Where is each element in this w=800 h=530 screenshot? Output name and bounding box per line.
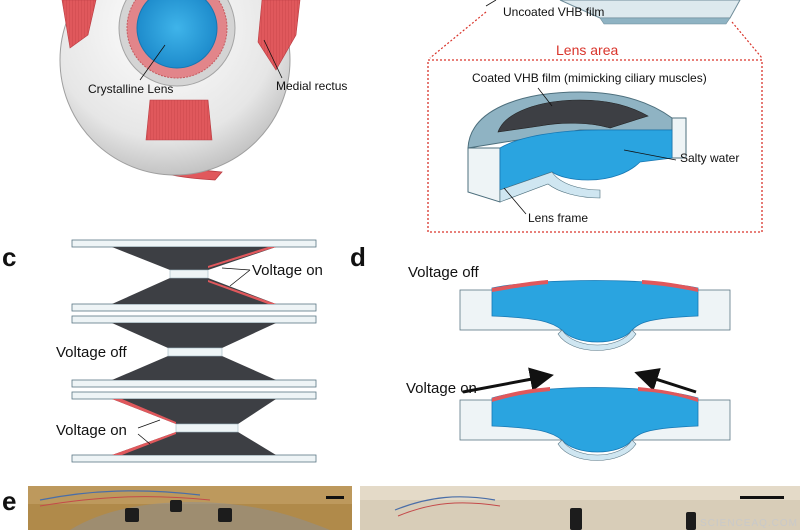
photo-right-highlight	[360, 486, 800, 500]
plate-4	[71, 379, 317, 388]
watermark: SCIENCEAQ.COM	[700, 518, 798, 529]
label-d-voltage-on: Voltage on	[406, 380, 477, 397]
lens-area-title: Lens area	[556, 42, 618, 58]
panel-b-lens-area: Uncoated VHB film Lens area Coated VHB f…	[427, 0, 763, 233]
label-salty-water: Salty water	[680, 151, 739, 165]
leader-lens	[139, 44, 166, 81]
lens-area-box	[427, 59, 763, 233]
photo-left-highlight	[28, 486, 352, 504]
leader-von-top-2	[229, 269, 251, 287]
section-voltage-on	[459, 387, 731, 461]
photo-right-scalebar	[740, 496, 784, 499]
panel-d-cross-sections: d Voltage off Voltage on	[350, 242, 731, 461]
label-lens-frame: Lens frame	[528, 211, 588, 225]
leader-von-bottom-2	[137, 433, 151, 445]
leader-water	[623, 149, 677, 161]
photo-right-post-2	[686, 512, 696, 530]
uncoated-film-edge	[599, 17, 731, 25]
crystalline-lens	[136, 0, 218, 69]
panel-letter-d: d	[350, 242, 366, 272]
label-medial-rectus: Medial rectus	[276, 79, 347, 93]
actuator-1-lens	[169, 269, 209, 279]
label-coated-film: Coated VHB film (mimicking ciliary muscl…	[472, 71, 707, 85]
photo-right-wire-2	[397, 502, 501, 517]
panel-c-actuators: c Voltage on Voltage off Voltage on	[2, 239, 323, 463]
leader-coated	[537, 87, 553, 107]
photo-right-wire-1	[394, 496, 496, 511]
actuator-1-red-bottom	[208, 280, 276, 304]
projection-line-right	[731, 21, 763, 59]
leader-muscle	[263, 39, 283, 79]
label-crystalline-lens: Crystalline Lens	[88, 82, 173, 96]
photo-left-wire-2	[39, 496, 211, 507]
red-film-on-left	[492, 387, 550, 402]
panel-a-eye: Crystalline Lens Medial rectus	[59, 0, 347, 181]
red-film-off-right	[642, 280, 698, 292]
label-voltage-on-bottom: Voltage on	[56, 422, 127, 439]
plate-6	[71, 454, 317, 463]
lens-on-base	[557, 439, 637, 461]
leader-film	[485, 0, 497, 7]
actuator-3-red-bottom	[112, 432, 176, 455]
plate-3	[71, 315, 317, 324]
photo-left-bolt-2	[170, 500, 182, 512]
muscle-bottom	[145, 99, 213, 141]
lens-off-base	[557, 329, 637, 351]
leader-frame	[503, 187, 527, 215]
photo-left-bolt-3	[218, 508, 232, 522]
red-film-on-right	[638, 387, 698, 402]
photo-left-wire-1	[39, 490, 201, 501]
panel-letter-c: c	[2, 242, 16, 272]
arrow-right-force	[634, 368, 697, 394]
projection-line-left	[429, 11, 487, 59]
label-voltage-off: Voltage off	[56, 344, 127, 361]
section-voltage-off	[459, 280, 731, 351]
muscle-right	[257, 0, 301, 71]
frame-base	[499, 171, 601, 203]
plate-2	[71, 303, 317, 312]
label-voltage-on-top: Voltage on	[252, 262, 323, 279]
leader-von-bottom-1	[137, 419, 161, 429]
frame-outer-left	[467, 147, 501, 203]
leader-von-top-1	[221, 267, 251, 271]
actuator-1-red-top	[208, 247, 276, 268]
plate-5	[71, 391, 317, 400]
photo-left-bolt-1	[125, 508, 139, 522]
lens-off	[491, 280, 699, 343]
label-d-voltage-off: Voltage off	[408, 264, 479, 281]
coated-vhb-film	[497, 99, 649, 133]
actuator-3-red-top	[112, 399, 176, 424]
plate-1	[71, 239, 317, 248]
arrow-left-force	[462, 367, 554, 394]
panel-letter-e: e	[2, 486, 16, 516]
lens-on	[491, 387, 699, 453]
actuator-3-lens	[175, 423, 239, 433]
photo-left-scalebar	[326, 496, 344, 499]
red-film-off-left	[492, 280, 548, 292]
photo-right-post-1	[570, 508, 582, 530]
muscle-left	[61, 0, 97, 49]
panel-e-photos: e SCIENCEAQ.COM	[2, 486, 800, 530]
actuator-2-lens	[167, 347, 223, 357]
label-uncoated-film: Uncoated VHB film	[503, 5, 604, 19]
